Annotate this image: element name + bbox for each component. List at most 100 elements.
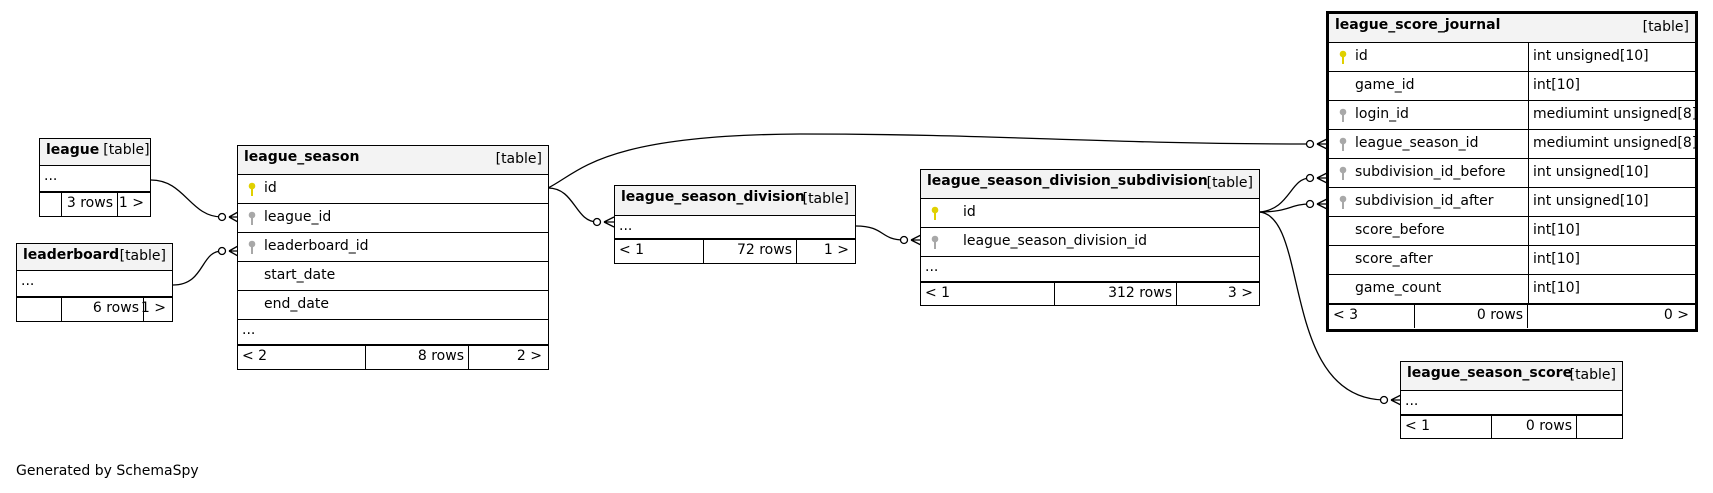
- table-name: league_season: [244, 149, 360, 165]
- column-name: league_id: [264, 209, 332, 225]
- column-row[interactable]: id: [238, 175, 548, 204]
- table-header: league_season_division_subdivision [tabl…: [921, 170, 1259, 199]
- table-league-score-journal[interactable]: league_score_journal [table] id int unsi…: [1326, 11, 1698, 332]
- table-kind: [table]: [103, 142, 150, 158]
- column-row[interactable]: leaderboard_id: [238, 233, 548, 262]
- column-row[interactable]: end_date: [238, 291, 548, 320]
- ellipsis-row: ...: [615, 216, 855, 239]
- table-kind: [table]: [1206, 175, 1253, 191]
- table-league-season-division[interactable]: league_season_division [table] ... < 1 7…: [614, 185, 856, 264]
- column-name: start_date: [264, 267, 336, 283]
- row-count: 0 rows: [1525, 418, 1572, 434]
- table-header: league_season [table]: [238, 146, 548, 175]
- column-name: id: [264, 180, 277, 196]
- column-row[interactable]: start_date: [238, 262, 548, 291]
- column-row[interactable]: id: [921, 199, 1259, 228]
- edge-leaderboard-to-league-season: [172, 250, 223, 286]
- column-row[interactable]: league_season_division_id: [921, 228, 1259, 257]
- table-name: league_score_journal: [1335, 17, 1501, 33]
- table-footer: 3 rows 1 >: [40, 192, 150, 217]
- column-row[interactable]: id int unsigned[10]: [1329, 43, 1695, 72]
- foreign-key-icon: [1339, 166, 1347, 185]
- table-leaderboard[interactable]: leaderboard [table] ... 6 rows 1 >: [16, 243, 173, 322]
- column-name: score_after: [1355, 251, 1433, 267]
- column-name: game_id: [1355, 77, 1415, 93]
- row-count: 6 rows: [92, 300, 139, 316]
- column-type: int[10]: [1533, 77, 1580, 93]
- table-kind: [table]: [119, 248, 166, 264]
- table-header: leaderboard [table]: [17, 244, 172, 271]
- column-name: login_id: [1355, 106, 1409, 122]
- ellipsis-row: ...: [1401, 391, 1622, 415]
- parent-count: < 1: [1405, 418, 1431, 434]
- child-count: 2 >: [516, 348, 542, 364]
- column-type: int unsigned[10]: [1533, 48, 1649, 64]
- column-name: id: [963, 204, 976, 220]
- primary-key-icon: [248, 182, 256, 201]
- column-row[interactable]: league_id: [238, 204, 548, 233]
- table-header: league_score_journal [table]: [1329, 14, 1695, 43]
- foreign-key-icon: [248, 211, 256, 230]
- column-row[interactable]: subdivision_id_after int unsigned[10]: [1329, 188, 1695, 217]
- column-row[interactable]: subdivision_id_before int unsigned[10]: [1329, 159, 1695, 188]
- foreign-key-icon: [1339, 195, 1347, 214]
- edge-league-season-to-journal: [547, 133, 1311, 189]
- child-count: 1 >: [118, 195, 144, 211]
- column-type: int unsigned[10]: [1533, 193, 1649, 209]
- row-count: 312 rows: [1108, 285, 1172, 301]
- table-kind: [table]: [802, 191, 849, 207]
- column-name: end_date: [264, 296, 329, 312]
- column-row[interactable]: login_id mediumint unsigned[8]: [1329, 101, 1698, 130]
- table-kind: [table]: [495, 151, 542, 167]
- ellipsis-row: ...: [238, 320, 548, 345]
- parent-count: < 1: [619, 242, 645, 258]
- column-row[interactable]: game_id int[10]: [1329, 72, 1695, 101]
- table-league-season[interactable]: league_season [table] id league_id leade…: [237, 145, 549, 370]
- foreign-key-icon: [931, 235, 939, 254]
- table-header: league_season_division [table]: [615, 186, 855, 216]
- primary-key-icon: [931, 206, 939, 225]
- parent-count: < 3: [1333, 307, 1359, 323]
- foreign-key-icon: [1339, 137, 1347, 156]
- column-name: score_before: [1355, 222, 1445, 238]
- table-header: league[table]: [40, 139, 150, 166]
- edge-subdivision-to-journal-before: [1258, 177, 1311, 213]
- child-count: 0 >: [1663, 307, 1689, 323]
- table-footer: 6 rows 1 >: [17, 297, 172, 322]
- row-count: 0 rows: [1476, 307, 1523, 323]
- edge-league-season-to-division: [547, 187, 598, 223]
- primary-key-icon: [1339, 50, 1347, 69]
- table-footer: < 3 0 rows 0 >: [1329, 304, 1695, 328]
- edge-division-to-subdivision: [855, 225, 905, 241]
- column-name: subdivision_id_after: [1355, 193, 1494, 209]
- table-league-season-division-subdivision[interactable]: league_season_division_subdivision [tabl…: [920, 169, 1260, 306]
- parent-count: < 1: [925, 285, 951, 301]
- column-row[interactable]: score_before int[10]: [1329, 217, 1695, 246]
- child-count: 1 >: [823, 242, 849, 258]
- column-row[interactable]: score_after int[10]: [1329, 246, 1695, 275]
- table-header: league_season_score [table]: [1401, 362, 1622, 391]
- foreign-key-icon: [248, 240, 256, 259]
- table-footer: < 1 312 rows 3 >: [921, 282, 1259, 306]
- column-type: int[10]: [1533, 251, 1580, 267]
- table-league[interactable]: league[table] ... 3 rows 1 >: [39, 138, 151, 217]
- row-count: 8 rows: [417, 348, 464, 364]
- column-name: id: [1355, 48, 1368, 64]
- column-type: int[10]: [1533, 222, 1580, 238]
- child-count: 3 >: [1227, 285, 1253, 301]
- child-count: 1 >: [140, 300, 166, 316]
- foreign-key-icon: [1339, 108, 1347, 127]
- column-row[interactable]: game_count int[10]: [1329, 275, 1695, 304]
- column-type: mediumint unsigned[8]: [1533, 106, 1698, 122]
- column-type: int[10]: [1533, 280, 1580, 296]
- row-count: 3 rows: [66, 195, 113, 211]
- table-league-season-score[interactable]: league_season_score [table] ... < 1 0 ro…: [1400, 361, 1623, 439]
- parent-count: < 2: [242, 348, 268, 364]
- table-name: league_season_division_subdivision: [927, 173, 1208, 189]
- table-footer: < 1 0 rows: [1401, 415, 1622, 439]
- table-footer: < 2 8 rows 2 >: [238, 345, 548, 370]
- column-name: leaderboard_id: [264, 238, 369, 254]
- column-row[interactable]: league_season_id mediumint unsigned[8]: [1329, 130, 1697, 159]
- generator-credit: Generated by SchemaSpy: [16, 463, 199, 479]
